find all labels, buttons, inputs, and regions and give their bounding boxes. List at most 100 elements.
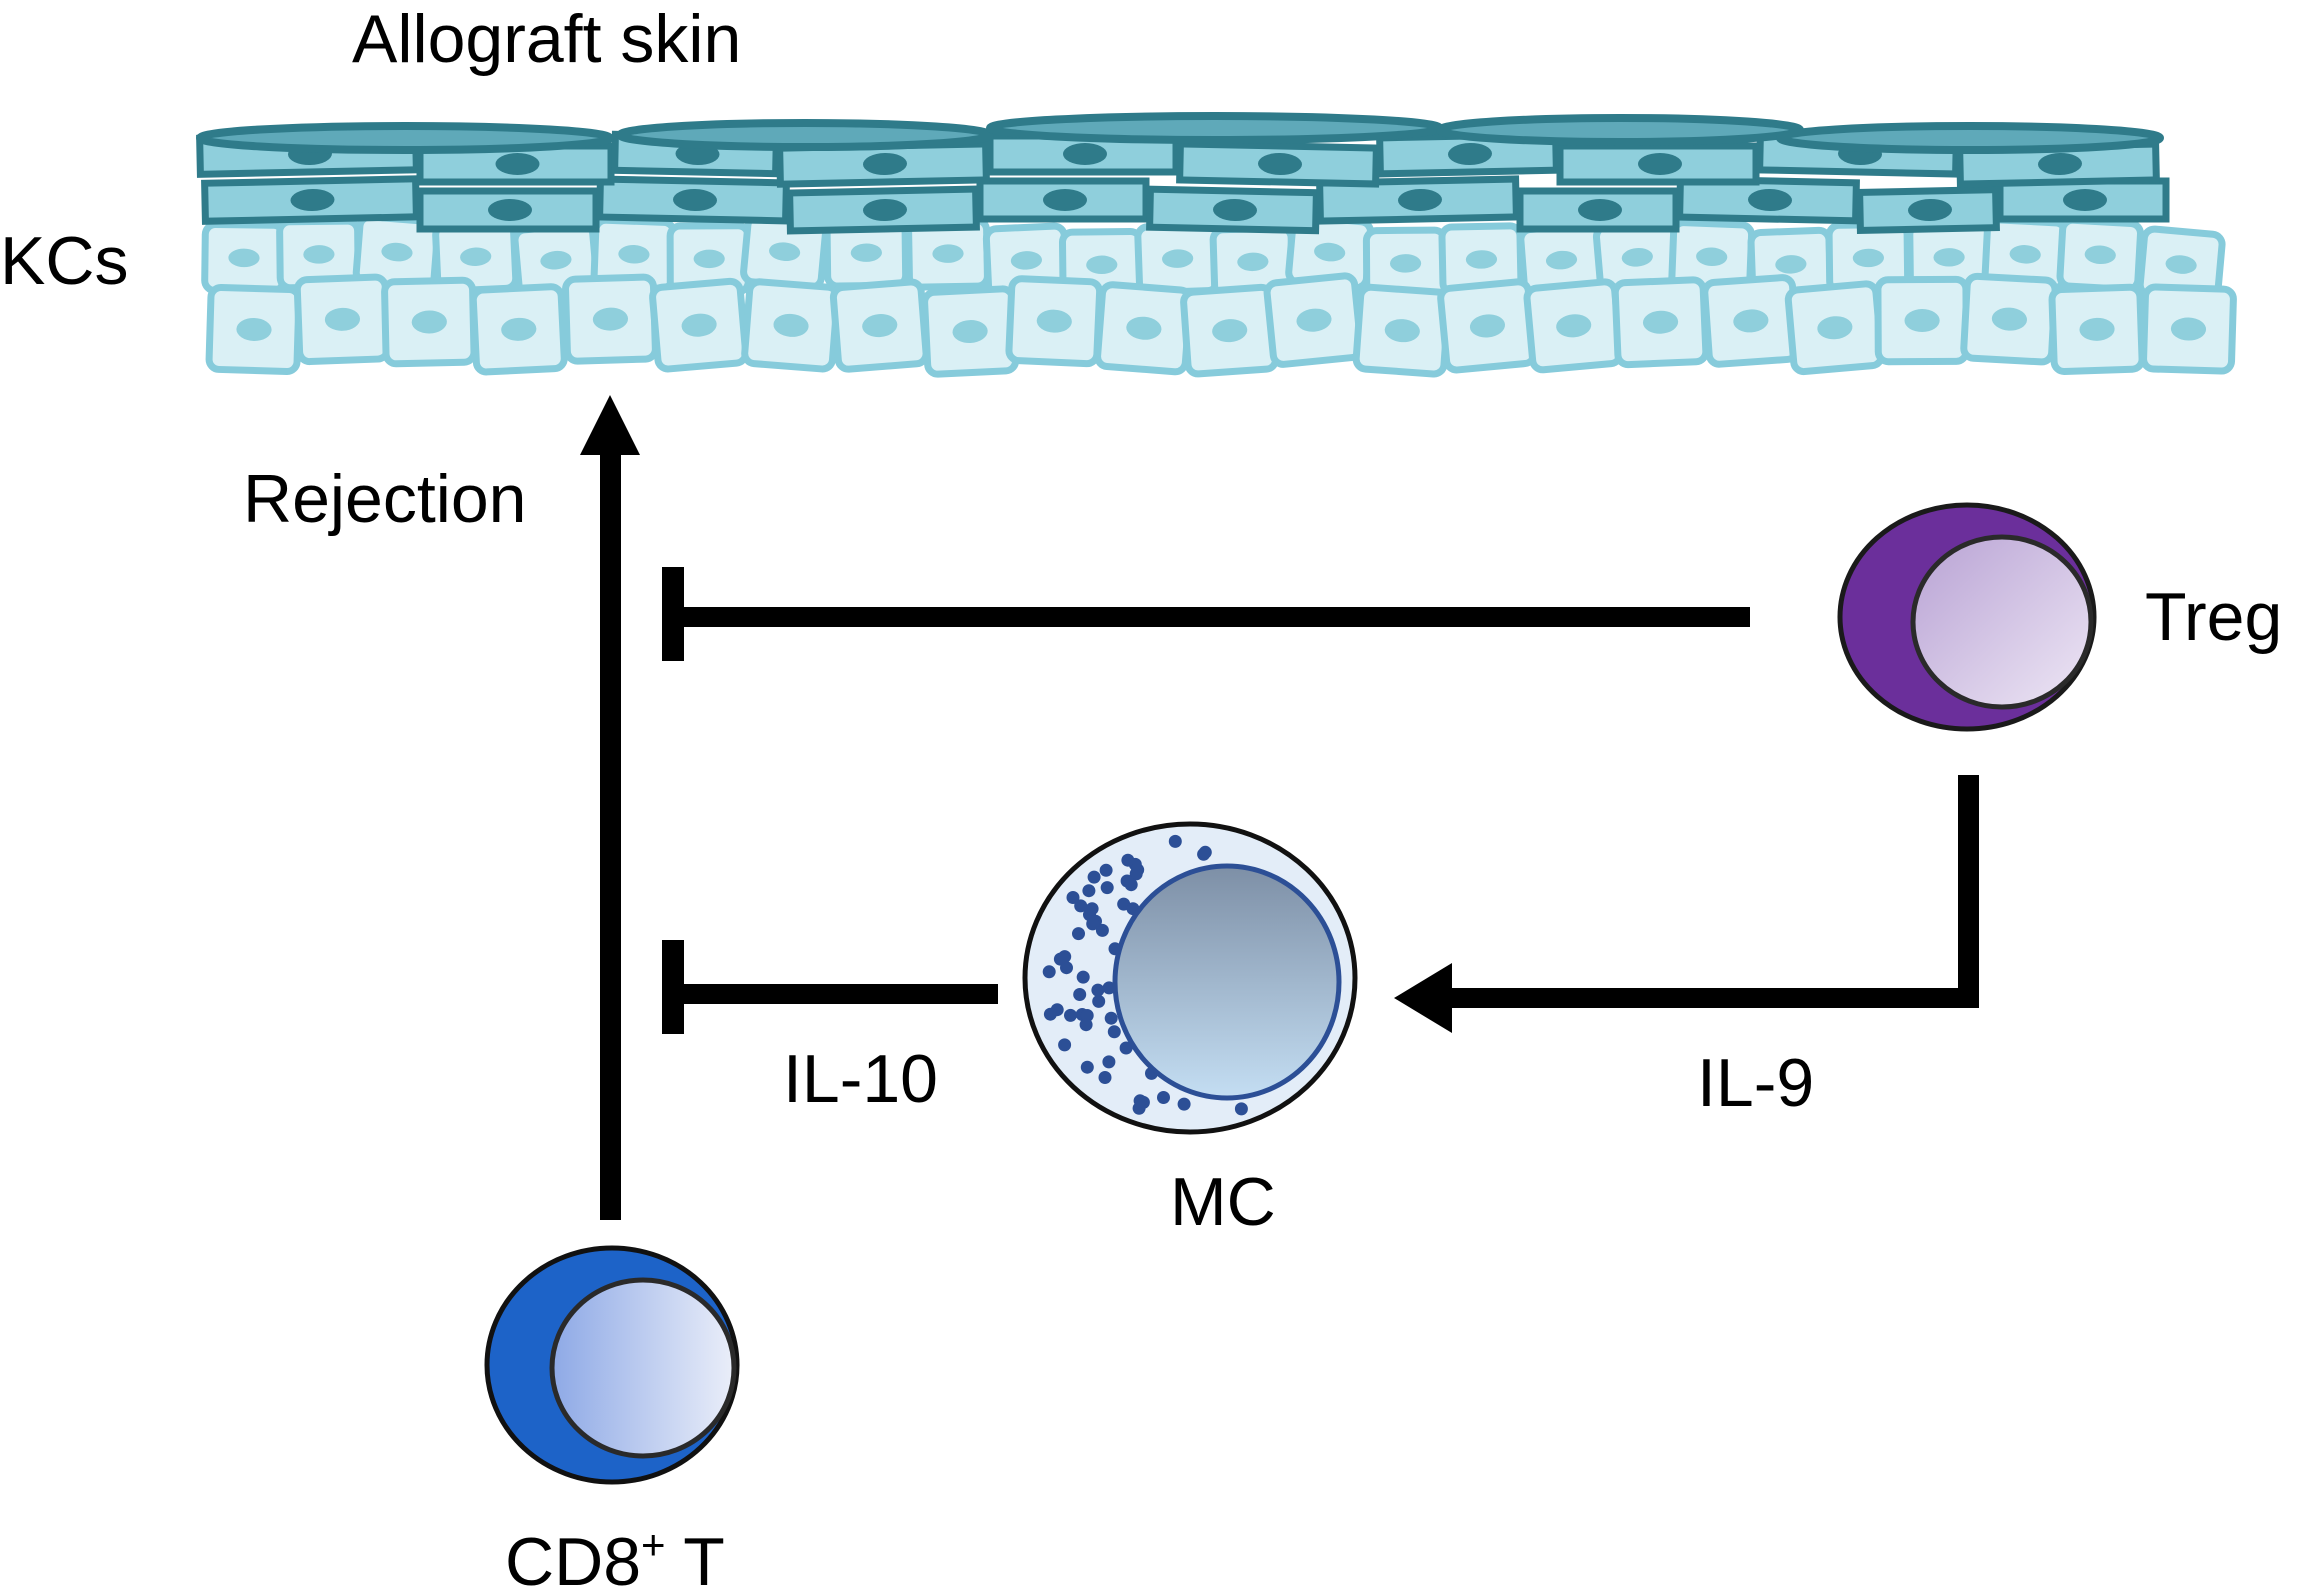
flattened-nucleus (1258, 152, 1302, 176)
keratinocyte-nucleus (1642, 310, 1679, 334)
cd8-t-label: CD8+ T (505, 1521, 725, 1588)
keratinocyte (201, 221, 287, 295)
inner-keratinocyte-layer (201, 212, 2237, 378)
granule (1042, 965, 1056, 979)
keratinocyte-nucleus (1733, 309, 1769, 333)
keratinocyte-nucleus (1036, 309, 1072, 333)
keratinocyte-nucleus (1775, 255, 1807, 274)
keratinocyte (381, 276, 478, 368)
granule (1098, 1071, 1112, 1084)
keratinocyte-nucleus (1696, 247, 1728, 267)
granule (1072, 927, 1085, 941)
keratinocyte (741, 278, 841, 373)
flattened-keratinocyte (1956, 140, 2160, 188)
corneum-disk (196, 122, 614, 154)
il9-arrow (1394, 775, 1979, 1033)
keratinocyte (1005, 275, 1104, 368)
rejection-arrow (580, 395, 640, 1220)
outer-keratinocyte-layer (196, 130, 2170, 235)
keratinocyte-nucleus (618, 245, 650, 264)
keratinocyte (205, 283, 303, 375)
granule (1120, 874, 1134, 888)
flattened-nucleus (1908, 198, 1952, 222)
il9-label: IL-9 (1697, 1045, 1814, 1121)
keratinocyte-nucleus (236, 317, 272, 341)
keratinocyte-nucleus (1465, 250, 1498, 269)
cd8-label-superscript: + (641, 1521, 666, 1568)
keratinocyte (1263, 272, 1365, 368)
keratinocyte (2048, 283, 2146, 375)
keratinocyte-nucleus (1817, 316, 1853, 340)
allograft-skin-label: Allograft skin (352, 1, 741, 77)
keratinocyte (1523, 278, 1624, 374)
granule (1104, 1011, 1118, 1025)
granule (1087, 870, 1101, 884)
granule (1119, 1041, 1133, 1055)
mast-cell (1022, 821, 1358, 1135)
flattened-keratinocyte (1176, 140, 1380, 188)
flattened-nucleus (488, 199, 532, 221)
keratinocyte (1352, 283, 1452, 378)
keratinocyte (829, 278, 930, 373)
flattened-keratinocyte (1376, 130, 1560, 178)
cd8-label-main: CD8 (505, 1524, 641, 1588)
keratinocyte (1874, 275, 1970, 366)
flattened-nucleus (863, 198, 907, 222)
kcs-label: KCs (0, 223, 128, 299)
granule (1073, 988, 1087, 1001)
keratinocyte-nucleus (1162, 249, 1194, 268)
flattened-keratinocyte (1676, 175, 1860, 225)
keratinocyte-nucleus (1086, 255, 1118, 275)
granule (1095, 923, 1109, 937)
keratinocyte (1960, 272, 2059, 366)
granule (1082, 884, 1096, 898)
flattened-keratinocyte (201, 175, 420, 225)
granule (1066, 891, 1080, 904)
granule (1177, 1097, 1191, 1111)
keratinocyte (562, 273, 659, 365)
keratinocyte-nucleus (1545, 250, 1578, 270)
flattened-nucleus (1448, 142, 1492, 166)
keratinocyte-nucleus (228, 248, 260, 268)
granule (1091, 983, 1105, 997)
cd8-t-cell (484, 1245, 740, 1485)
keratinocyte-nucleus (1389, 254, 1422, 273)
keratinocyte (1094, 281, 1194, 376)
keratinocyte (1437, 278, 1538, 374)
keratinocyte-nucleus (303, 245, 335, 264)
treg-cell (1837, 502, 2097, 732)
keratinocyte-nucleus (324, 307, 361, 331)
allograft-skin (196, 112, 2237, 378)
flattened-keratinocyte (1856, 186, 2000, 235)
treg-label: Treg (2145, 579, 2282, 655)
treg-inhibition-line (662, 567, 1750, 661)
keratinocyte-nucleus (2084, 245, 2116, 265)
keratinocyte-nucleus (1991, 307, 2028, 331)
mc-label: MC (1170, 1164, 1276, 1240)
rejection-label: Rejection (243, 461, 527, 537)
granule (1121, 853, 1135, 867)
granule (1092, 994, 1106, 1008)
keratinocyte-nucleus (592, 307, 629, 331)
granule (1074, 899, 1088, 913)
il10-label: IL-10 (783, 1041, 938, 1117)
keratinocyte-nucleus (1126, 316, 1162, 340)
flattened-nucleus (1748, 188, 1792, 212)
keratinocyte-nucleus (540, 250, 572, 270)
keratinocyte (1784, 280, 1885, 376)
granule (1079, 1018, 1093, 1032)
keratinocyte-nucleus (1621, 248, 1653, 267)
keratinocyte (921, 285, 1020, 378)
granule (1100, 881, 1114, 895)
corneum-disk (986, 112, 1444, 144)
stratum-corneum-disks (196, 112, 2164, 154)
flattened-nucleus (1213, 198, 1257, 222)
granule (1064, 1008, 1077, 1022)
keratinocyte-nucleus (381, 242, 413, 262)
keratinocyte-nucleus (850, 243, 882, 262)
keratinocyte (2056, 216, 2144, 293)
keratinocyte-nucleus (1852, 248, 1884, 268)
flattened-nucleus (673, 188, 717, 212)
keratinocyte-nucleus (1237, 252, 1269, 272)
granule (1102, 1055, 1116, 1069)
